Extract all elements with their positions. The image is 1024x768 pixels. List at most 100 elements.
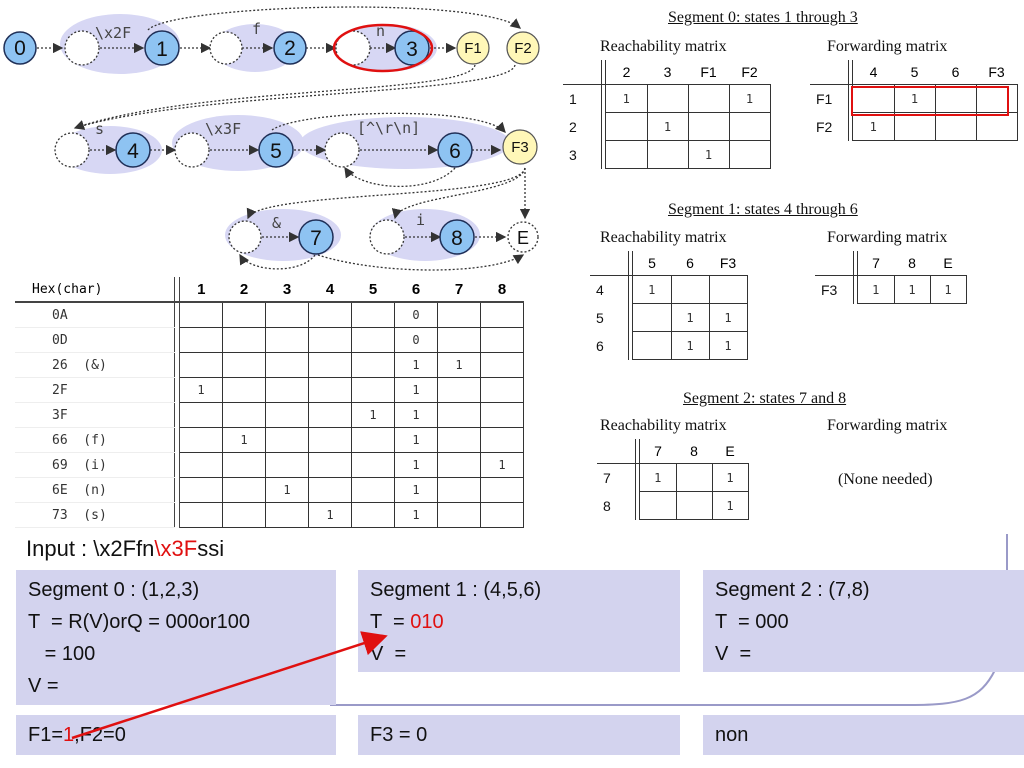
hex-cell (308, 327, 352, 353)
matrix-col-header: 6 (671, 251, 709, 276)
hex-cell (179, 502, 223, 528)
matrix-cell: 1 (708, 331, 748, 360)
matrix-col-header: 7 (639, 439, 676, 464)
hex-cell (308, 452, 352, 478)
state-5: 5 (270, 140, 282, 163)
matrix-cell: 1 (646, 112, 689, 141)
hex-cell (351, 377, 395, 403)
final-f2: F2 (514, 40, 532, 57)
col-header: 3 (265, 277, 309, 303)
hex-row-label: 73 (s) (15, 502, 175, 528)
panel0-title: Segment 0 : (1,2,3) (28, 579, 200, 601)
matrix-cell: 1 (728, 84, 771, 113)
matrix-col-header: 5 (894, 60, 935, 85)
hex-cell (222, 477, 266, 503)
seg0-fwd-title: Forwarding matrix (827, 38, 948, 55)
matrix-col-header: F3 (709, 251, 747, 276)
hex-cell (351, 452, 395, 478)
hex-row-label: 2F (15, 377, 175, 403)
matrix-cell (632, 303, 672, 332)
panel0-v: V = (28, 675, 59, 697)
matrix-cell (893, 112, 936, 141)
hex-cell: 1 (265, 477, 309, 503)
hex-cell (437, 477, 481, 503)
matrix-cell: 1 (605, 84, 648, 113)
hex-cell: 1 (308, 502, 352, 528)
forward-panel-2: non (703, 715, 1024, 755)
state-3: 3 (406, 38, 418, 61)
matrix-col-header: E (712, 439, 748, 464)
matrix-col-header: 5 (632, 251, 671, 276)
hex-cell (437, 327, 481, 353)
matrix-col-header: 2 (605, 60, 647, 85)
hex-cell (480, 402, 524, 428)
hex-cell (179, 452, 223, 478)
hex-cell (265, 452, 309, 478)
state-4: 4 (127, 140, 139, 163)
hex-cell (351, 427, 395, 453)
matrix-col-header: 8 (676, 439, 712, 464)
edge-label-x2f: \x2F (95, 24, 131, 42)
matrix-col-header: 7 (857, 251, 894, 276)
panel2-v: V = (715, 643, 752, 665)
hex-row-label: 69 (i) (15, 452, 175, 478)
matrix-row-label: 5 (596, 309, 604, 326)
nfa-diagram: \x2F f n s \x3F [^\r\n] & i 0 1 2 3 4 5 (3, 6, 540, 271)
matrix-cell (646, 140, 689, 169)
segment-1-panel: Segment 1 : (4,5,6) T = 010 V = (358, 570, 680, 672)
hex-cell (222, 452, 266, 478)
hex-cell (222, 327, 266, 353)
hex-cell (265, 377, 309, 403)
panel1-v: V = (370, 643, 407, 665)
edge-label-f: f (252, 20, 261, 38)
panel0-t: T = R(V)orQ = 000or100 (28, 611, 250, 633)
seg2-none-needed: (None needed) (838, 471, 933, 488)
hex-cell (308, 352, 352, 378)
edge-label-n: n (376, 22, 385, 40)
matrix-cell (728, 140, 771, 169)
hex-cell (179, 477, 223, 503)
matrix-cell: 1 (708, 303, 748, 332)
hex-cell: 1 (179, 377, 223, 403)
edge-label-neg: [^\r\n] (357, 119, 420, 137)
forward-panel-0: F1=1,F2=0 (16, 715, 336, 755)
hex-cell (480, 427, 524, 453)
hex-cell: 1 (394, 352, 438, 378)
col-header: 4 (308, 277, 352, 303)
col-header: 1 (179, 277, 223, 303)
seg0-reach-title: Reachability matrix (600, 38, 727, 55)
matrix-col-header: 3 (647, 60, 688, 85)
matrix-row-label: 2 (569, 118, 577, 135)
segment-0-panel: Segment 0 : (1,2,3) T = R(V)orQ = 000or1… (16, 570, 336, 705)
matrix-cell (675, 491, 713, 520)
matrix-cell (605, 140, 648, 169)
hex-cell (480, 352, 524, 378)
hex-cell (265, 427, 309, 453)
matrix-cell (728, 112, 771, 141)
matrix-cell (675, 463, 713, 492)
hex-cell (480, 477, 524, 503)
matrix-cell (975, 84, 1018, 113)
hex-cell (308, 301, 352, 328)
hex-cell (351, 502, 395, 528)
matrix-cell (639, 491, 677, 520)
panel1-title: Segment 1 : (4,5,6) (370, 579, 542, 601)
hex-cell (308, 402, 352, 428)
hex-cell: 1 (394, 427, 438, 453)
nfa-empty-states (54, 30, 405, 255)
